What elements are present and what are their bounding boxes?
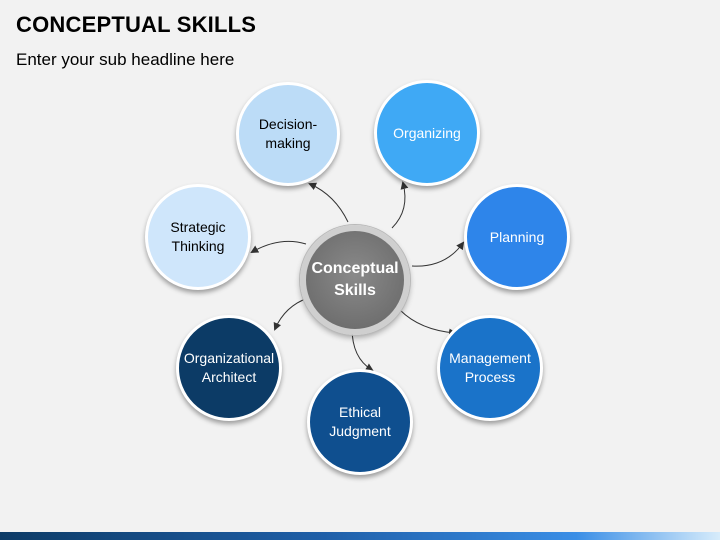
arrow-to-strategic-thinking [250, 240, 307, 253]
bottom-accent-bar [0, 532, 720, 540]
node-planning-label: Planning [489, 228, 545, 245]
node-strategic-thinking-label: Strategic Thinking [170, 219, 226, 254]
center-node-label: Conceptual Skills [311, 260, 399, 299]
node-planning: Planning [464, 184, 570, 290]
arrow-to-planning [411, 241, 465, 267]
arrow-to-management-process [399, 309, 457, 337]
arrow-to-decision-making [308, 182, 349, 223]
node-management-process: Management Process [437, 315, 543, 421]
center-node: Conceptual Skills [300, 225, 410, 335]
page-title: CONCEPTUAL SKILLS [16, 12, 257, 37]
node-decision-making-label: Decision-making [258, 116, 318, 151]
node-organizing-label: Organizing [393, 124, 461, 141]
arrow-to-organizational-architect [273, 297, 309, 331]
node-organizational-architect: Organizational Architect [176, 315, 282, 421]
node-management-process-label: Management Process [449, 350, 531, 385]
arrow-to-organizing [391, 181, 409, 229]
page-subtitle: Enter your sub headline here [16, 50, 235, 69]
node-organizing: Organizing [374, 80, 480, 186]
node-ethical-judgment: Ethical Judgment [307, 369, 413, 475]
node-organizational-architect-label: Organizational Architect [183, 350, 275, 385]
node-ethical-judgment-label: Ethical Judgment [329, 404, 391, 439]
node-strategic-thinking: Strategic Thinking [145, 184, 251, 290]
node-decision-making: Decision-making [236, 82, 340, 186]
